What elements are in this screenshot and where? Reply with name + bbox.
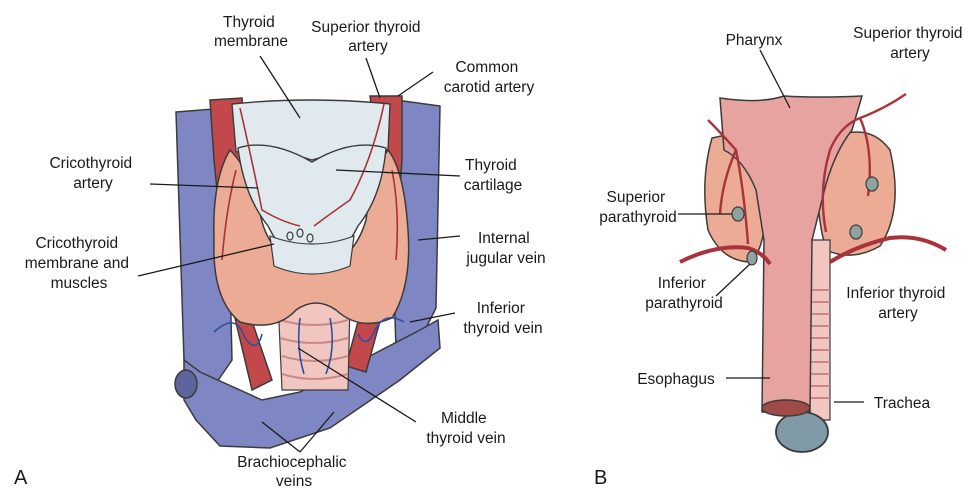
trachea-opening-b	[776, 412, 828, 452]
cricothyroid-dot-1	[287, 232, 293, 240]
label-superior-thyroid-artery-a: Superior thyroid artery	[311, 19, 425, 55]
panel-letter-b: B	[594, 467, 607, 489]
cricothyroid-dot-2	[297, 229, 303, 237]
label-middle-thyroid-vein: Middle thyroid vein	[426, 410, 505, 447]
superior-parathyroid-left-b	[732, 207, 744, 221]
inferior-parathyroid-right-b	[850, 225, 862, 239]
label-thyroid-cartilage: Thyroid cartilage	[464, 157, 523, 194]
label-trachea: Trachea	[874, 395, 931, 412]
label-cricothyroid-membrane: Cricothyroid membrane and muscles	[25, 235, 134, 292]
label-esophagus: Esophagus	[637, 371, 715, 388]
label-internal-jugular-vein: Internal jugular vein	[465, 230, 545, 267]
inferior-parathyroid-left-b	[747, 251, 757, 265]
panel-letter-a: A	[14, 467, 28, 489]
label-inferior-thyroid-artery: Inferior thyroid artery	[846, 285, 949, 322]
label-inferior-thyroid-vein: Inferior thyroid vein	[463, 300, 542, 337]
brachiocephalic-vein-opening	[175, 370, 197, 398]
label-inferior-parathyroid: Inferior parathyroid	[645, 275, 723, 312]
label-superior-parathyroid: Superior parathyroid	[599, 189, 677, 226]
label-brachiocephalic-veins: Brachiocephalic veins	[237, 454, 351, 490]
label-thyroid-membrane: Thyroid membrane	[214, 14, 288, 50]
label-superior-thyroid-artery-b: Superior thyroid artery	[853, 25, 967, 62]
label-common-carotid-artery: Common carotid artery	[444, 59, 535, 96]
cricothyroid-dot-3	[307, 234, 313, 242]
superior-parathyroid-right-b	[866, 177, 878, 191]
panel-a-illustration	[175, 96, 440, 448]
label-cricothyroid-artery: Cricothyroid artery	[49, 155, 136, 192]
esophagus-opening-b	[762, 400, 810, 416]
label-pharynx: Pharynx	[726, 32, 783, 49]
